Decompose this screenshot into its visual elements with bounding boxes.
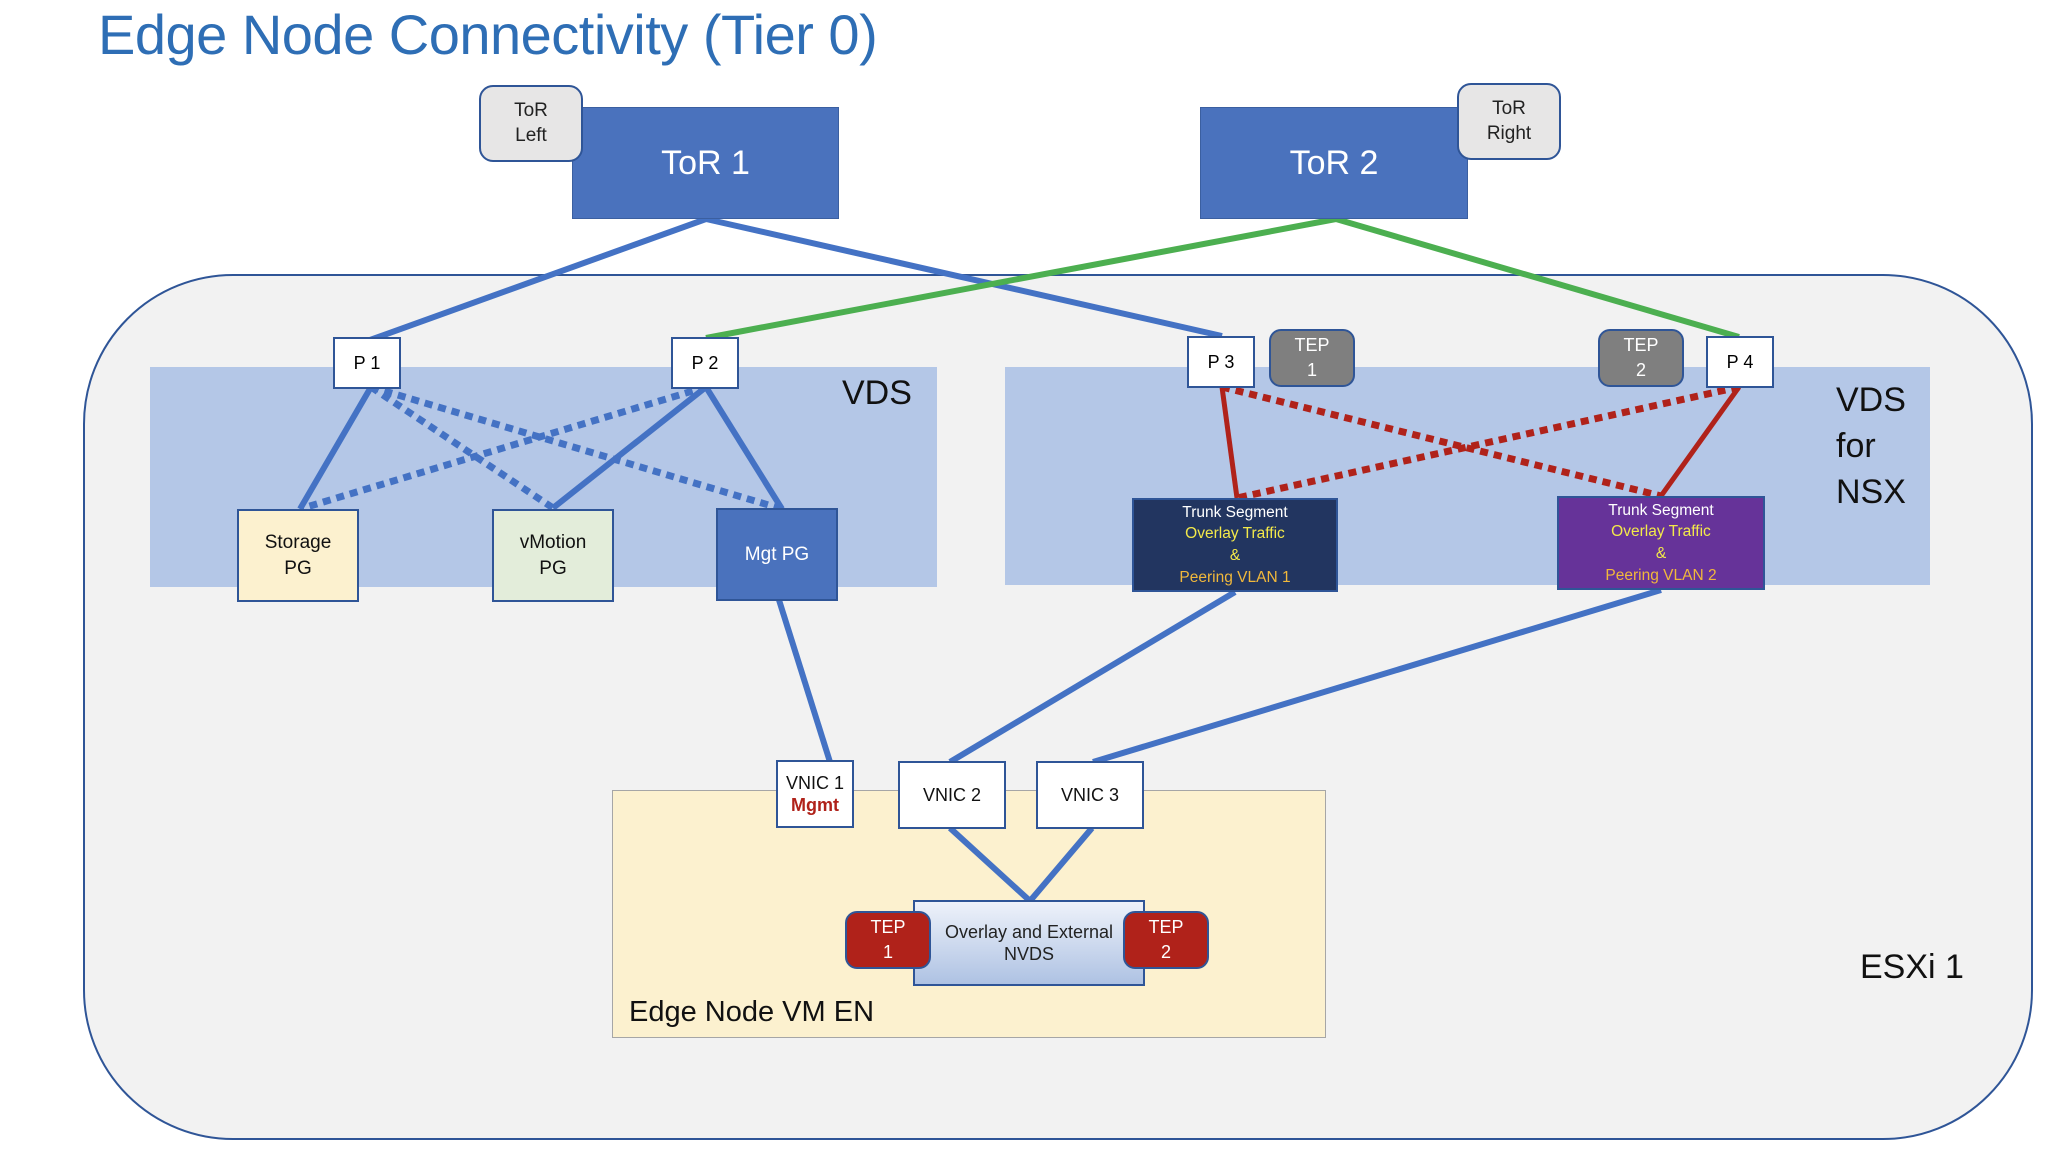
edge-tep-1-line2: 1	[882, 942, 893, 962]
tor-right-tag: ToR Right	[1457, 83, 1561, 160]
vnic-3-label: VNIC 3	[1060, 784, 1120, 805]
vds-label: VDS	[842, 374, 912, 412]
vds-tep-1-line1: TEP	[1294, 334, 1330, 355]
port-p2-label: P 2	[691, 352, 719, 373]
link-p3-trunk2	[1221, 383, 1662, 500]
vds-tep-1-line2: 1	[1306, 360, 1317, 380]
tor-2-label: ToR 2	[1289, 143, 1379, 182]
trunk2-overlay: Overlay Traffic	[1611, 523, 1711, 541]
esxi-host-label: ESXi 1	[1860, 948, 1964, 986]
trunk-segment-vlan2: Trunk Segment Overlay Traffic & Peering …	[1557, 496, 1765, 590]
link-p3-trunk1	[1219, 386, 1240, 499]
link-trunk2-vnic3	[1092, 587, 1662, 765]
vds-nsx-label: VDS for NSX	[1836, 378, 1906, 516]
trunk2-title: Trunk Segment	[1608, 501, 1714, 519]
tor-2-switch: ToR 2	[1200, 107, 1468, 219]
vmotion-pg-line1: vMotion	[519, 531, 587, 553]
port-p4: P 4	[1706, 336, 1774, 388]
vds-tep-2: TEP 2	[1598, 329, 1684, 387]
tor-left-tag-line1: ToR	[514, 99, 548, 121]
page-title: Edge Node Connectivity (Tier 0)	[98, 3, 878, 66]
trunk-segment-vlan1: Trunk Segment Overlay Traffic & Peering …	[1132, 498, 1338, 592]
vnic-2-label: VNIC 2	[922, 784, 982, 805]
link-vnic3-nvds	[1027, 826, 1095, 903]
link-tor1-p1	[368, 216, 708, 343]
link-p2-vmotion	[551, 384, 708, 511]
nvds-line2: NVDS	[1003, 944, 1054, 964]
link-tor2-p2	[705, 216, 1337, 341]
vds-nsx-label-line2: for	[1836, 426, 1876, 465]
tor-1-label: ToR 1	[661, 143, 750, 182]
trunk1-title: Trunk Segment	[1182, 503, 1288, 521]
mgt-pg: Mgt PG	[716, 508, 838, 601]
link-mgtpg-vnic1	[776, 599, 833, 763]
tor-left-tag: ToR Left	[479, 85, 583, 162]
port-p4-label: P 4	[1726, 351, 1754, 372]
tor-right-tag-line2: Right	[1486, 122, 1532, 144]
vnic-1: VNIC 1 Mgmt	[776, 760, 854, 828]
vmotion-pg: vMotion PG	[492, 509, 614, 602]
trunk2-ampersand: &	[1655, 545, 1667, 562]
port-p2: P 2	[671, 337, 739, 389]
tor-right-tag-line1: ToR	[1492, 97, 1526, 119]
edge-node-vm-label: Edge Node VM EN	[629, 996, 875, 1028]
link-p4-trunk1	[1236, 383, 1740, 502]
link-p2-storage	[298, 383, 708, 513]
link-trunk1-vnic2	[948, 589, 1237, 765]
vds-tep-2-line1: TEP	[1623, 334, 1659, 355]
storage-pg-line1: Storage	[264, 531, 332, 553]
edge-tep-2-line1: TEP	[1148, 916, 1184, 937]
link-p4-trunk2	[1658, 385, 1742, 498]
vds-tep-1: TEP 1	[1269, 329, 1355, 387]
vds-nsx-label-line3: NSX	[1836, 472, 1906, 511]
mgt-pg-label: Mgt PG	[744, 543, 810, 565]
port-p1: P 1	[333, 337, 401, 389]
trunk1-overlay: Overlay Traffic	[1185, 525, 1285, 543]
port-p1-label: P 1	[353, 352, 381, 373]
tor-left-tag-line2: Left	[515, 124, 547, 146]
link-p1-vmotion	[369, 384, 555, 511]
trunk1-ampersand: &	[1229, 547, 1241, 564]
edge-tep-2: TEP 2	[1123, 911, 1209, 969]
trunk1-peering: Peering VLAN 1	[1179, 568, 1291, 586]
overlay-external-nvds: Overlay and External NVDS	[913, 900, 1145, 986]
edge-tep-2-line2: 2	[1160, 942, 1171, 962]
vnic-1-label: VNIC 1	[785, 772, 845, 793]
port-p3-label: P 3	[1207, 351, 1235, 372]
vds-nsx-label-line1: VDS	[1836, 381, 1906, 419]
storage-pg-line2: PG	[284, 557, 312, 579]
storage-pg: Storage PG	[237, 509, 359, 602]
link-p2-mgt	[703, 385, 785, 511]
link-tor1-p3	[705, 216, 1223, 339]
edge-tep-1: TEP 1	[845, 911, 931, 969]
vnic-3: VNIC 3	[1036, 761, 1144, 829]
vnic-1-mgmt-label: Mgmt	[791, 795, 839, 815]
tor-1-switch: ToR 1	[572, 107, 839, 219]
link-p1-storage	[297, 385, 374, 511]
link-p1-mgt	[370, 383, 783, 513]
vnic-2: VNIC 2	[898, 761, 1006, 829]
vds-tep-2-line2: 2	[1635, 360, 1646, 380]
port-p3: P 3	[1187, 336, 1255, 388]
vmotion-pg-line2: PG	[539, 557, 567, 579]
link-vnic2-nvds	[947, 825, 1033, 904]
nvds-line1: Overlay and External	[944, 921, 1114, 942]
edge-tep-1-line1: TEP	[870, 916, 906, 937]
trunk2-peering: Peering VLAN 2	[1605, 566, 1717, 584]
link-tor2-p4	[1335, 216, 1740, 340]
